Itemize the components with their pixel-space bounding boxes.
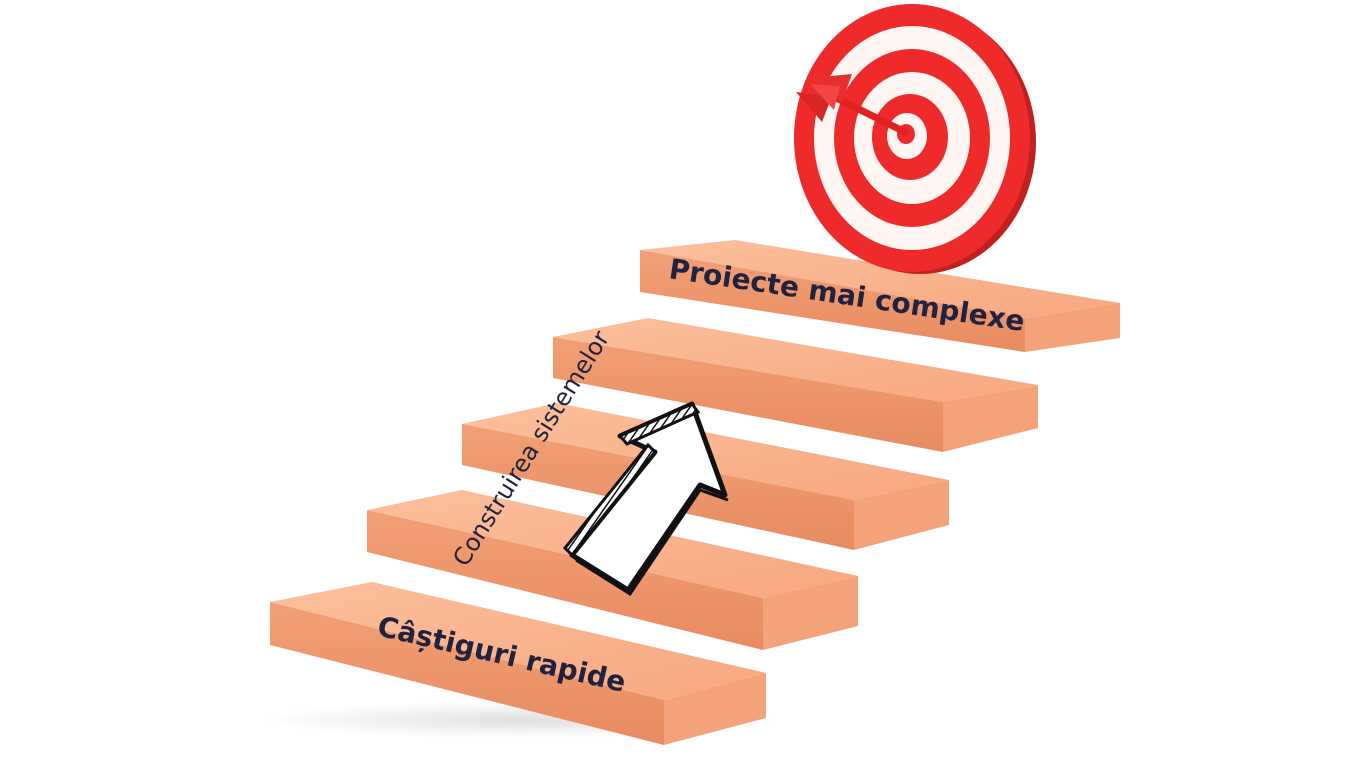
dart-icon: [796, 74, 909, 136]
step-1: [270, 582, 766, 745]
step-5: [640, 240, 1120, 352]
hand-drawn-arrow-icon: [562, 401, 729, 597]
target-icon: [794, 4, 1036, 274]
step-4: [553, 318, 1038, 452]
